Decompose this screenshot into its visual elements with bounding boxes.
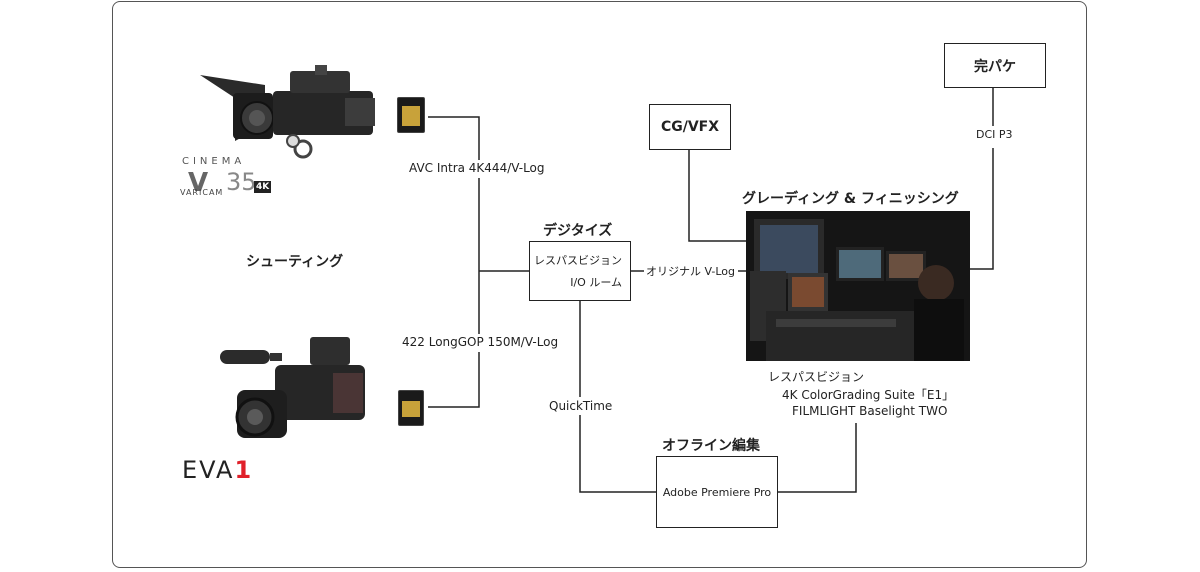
varicam-camera-image [200,65,375,159]
line-grading-to-dci [970,148,994,270]
eva1-camera-image [220,337,365,438]
eva1-logo-number: 1 [234,456,254,484]
digitize-box-line2: I/O ルーム [570,276,622,289]
line-offline-to-grading [778,423,857,493]
line-varicam-card [428,116,480,160]
line-cgvfx-to-grading [688,150,746,242]
quicktime-label: QuickTime [549,399,613,413]
digitize-title: デジタイズ [543,223,613,239]
varicam-media-card [397,97,425,133]
grading-suite-photo-image [746,211,970,361]
final-package-label: 完パケ [974,58,1016,75]
final-package-box: 完パケ [944,43,1046,88]
eva1-card-gold-label [402,401,420,417]
varicam-card-gold-label [402,106,420,126]
grading-suite-photo [746,211,970,361]
offline-box-label: Adobe Premiere Pro [662,485,772,499]
grading-caption-line1: レスパスビジョン [768,370,865,384]
digitize-box: レスパスビジョン I/O ルーム [529,241,631,301]
eva1-camera [215,335,375,445]
eva1-media-card [398,390,424,426]
varicam-camera [195,63,385,163]
eva1-logo: EVA1 [182,456,253,484]
offline-box: Adobe Premiere Pro [656,456,778,528]
longgop-format-label: 422 LongGOP 150M/V-Log [402,335,559,349]
eva1-logo-text: EVA [182,456,235,484]
dci-p3-label: DCI P3 [976,128,1013,141]
line-eva1-card [428,352,480,408]
varicam-model-number: 35 [226,168,257,196]
grading-caption-line2: 4K ColorGrading Suite「E1」 [782,388,955,402]
grading-title: グレーディング & フィニッシング [742,191,959,207]
digitize-box-line1: レスパスビジョン [534,254,622,267]
shooting-label: シューティング [246,254,344,270]
varicam-4k-badge: 4K [254,181,272,193]
cgvfx-label: CG/VFX [660,119,720,135]
grading-caption-line3: FILMLIGHT Baselight TWO [792,404,948,418]
varicam-brand-name: VARICAM [180,188,224,197]
original-vlog-label: オリジナル V-Log [646,265,735,278]
avc-format-label: AVC Intra 4K444/V-Log [409,161,545,175]
varicam-brand-top: CINEMA [182,156,246,167]
offline-title: オフライン編集 [662,438,760,454]
line-quicktime-to-offline [579,415,656,493]
cgvfx-box: CG/VFX [649,104,731,150]
varicam-v-mark: V [188,168,209,198]
diagram-frame [112,1,1087,568]
